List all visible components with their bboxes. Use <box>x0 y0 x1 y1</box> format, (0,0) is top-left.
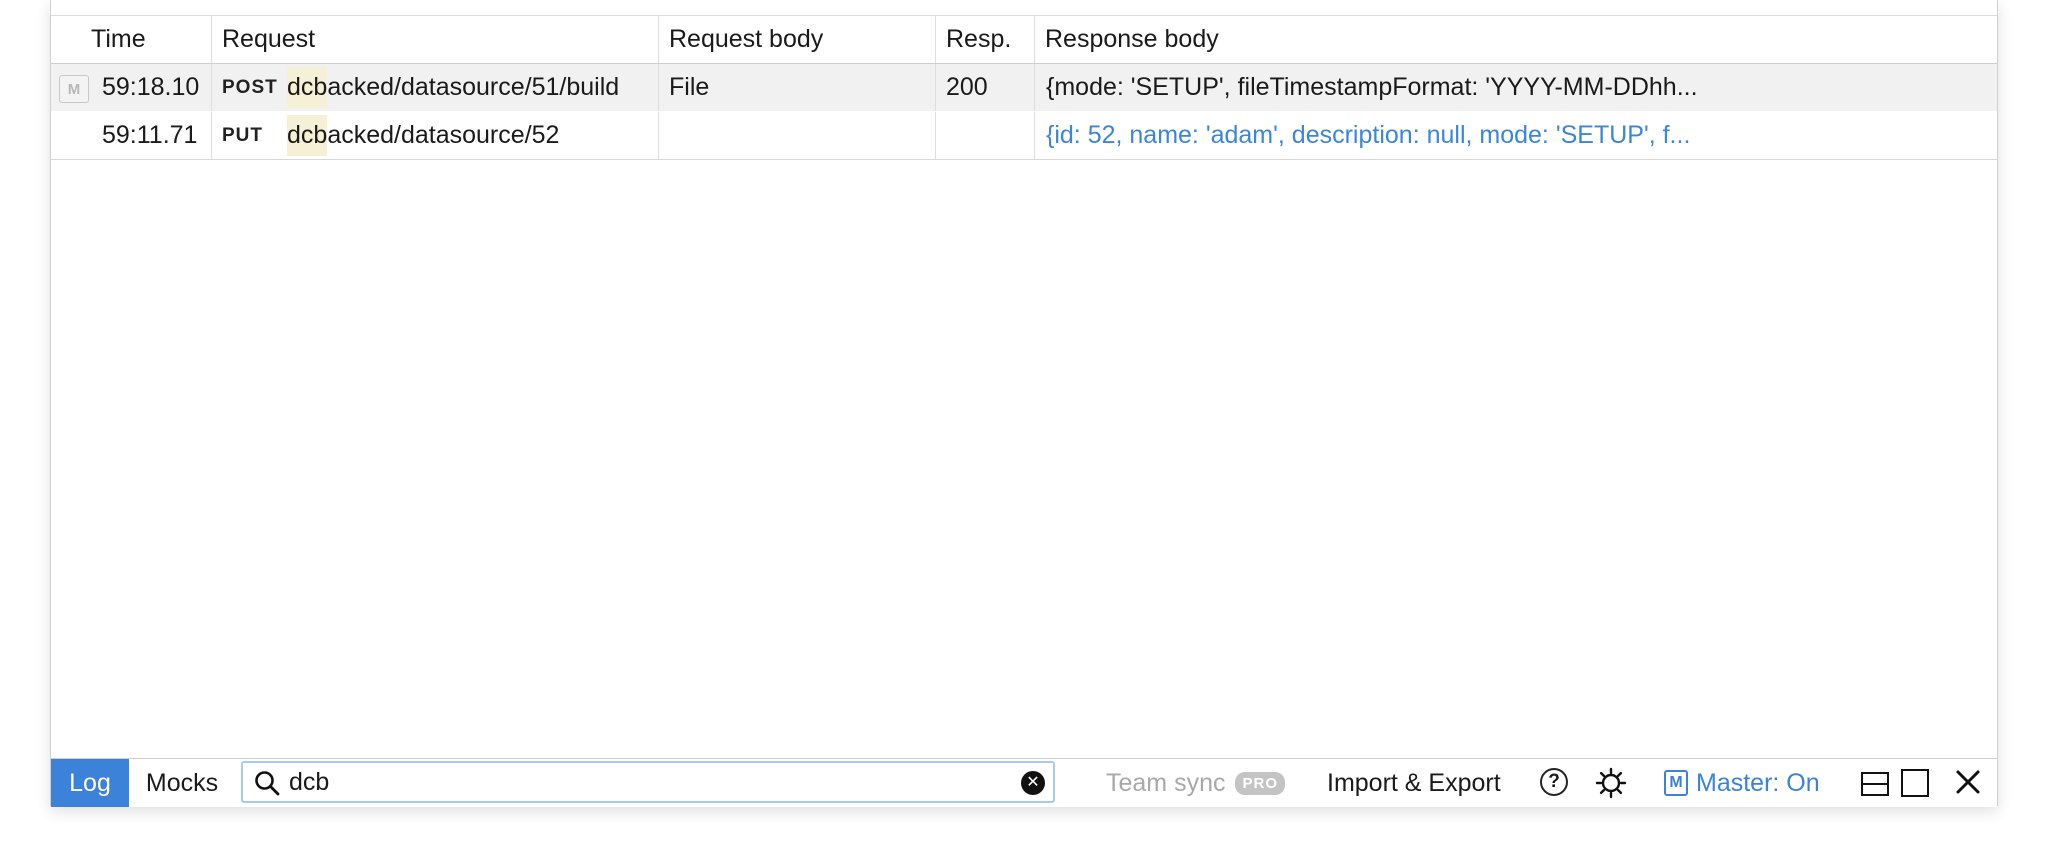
request-method: POST <box>222 76 278 98</box>
master-toggle[interactable]: M Master: On <box>1664 759 1820 807</box>
team-sync-label: Team sync <box>1106 768 1226 797</box>
row-status <box>946 112 1034 159</box>
dock-bottom-icon[interactable] <box>1861 772 1889 796</box>
team-sync-button[interactable]: Team sync PRO <box>1106 759 1285 807</box>
row-request-body: File <box>669 73 710 101</box>
table-header: Time Request Request body Resp. Response… <box>51 15 1997 64</box>
row-response-body-link[interactable]: {id: 52, name: 'adam', description: null… <box>1046 121 1691 149</box>
row-time: 59:11.71 <box>102 121 198 149</box>
close-icon[interactable] <box>1955 769 1981 795</box>
tab-mocks[interactable]: Mocks <box>145 768 219 797</box>
row-status: 200 <box>946 73 988 101</box>
gear-icon[interactable] <box>1595 767 1627 799</box>
column-header-time[interactable]: Time <box>91 25 146 53</box>
clear-search-icon[interactable]: ✕ <box>1021 771 1045 795</box>
request-url: acked/datasource/52 <box>327 121 560 149</box>
row-time: 59:18.10 <box>102 73 200 101</box>
import-export-button[interactable]: Import & Export <box>1327 768 1501 797</box>
network-panel: Time Request Request body Resp. Response… <box>50 0 1998 807</box>
maximize-icon[interactable] <box>1901 769 1929 797</box>
mock-icon: M <box>59 75 89 103</box>
tab-log[interactable]: Log <box>51 759 129 807</box>
pro-badge: PRO <box>1235 771 1285 795</box>
column-header-request[interactable]: Request <box>222 25 316 53</box>
row-request-body <box>669 112 935 159</box>
master-icon: M <box>1664 770 1688 796</box>
request-method: PUT <box>222 124 263 146</box>
row-response-body[interactable]: {mode: 'SETUP', fileTimestampFormat: 'YY… <box>1046 73 1698 101</box>
help-icon[interactable]: ? <box>1540 768 1568 796</box>
master-label: Master: On <box>1696 768 1820 797</box>
footer-toolbar: Log Mocks ✕ Team sync PRO Import & Expor… <box>51 758 1997 807</box>
search-match-highlight: dcb <box>287 67 328 108</box>
search-match-highlight: dcb <box>287 115 328 156</box>
column-header-request-body[interactable]: Request body <box>669 25 824 53</box>
request-url: acked/datasource/51/build <box>327 73 620 101</box>
search-icon <box>255 771 280 796</box>
search-box[interactable]: ✕ <box>241 761 1055 803</box>
column-header-response-status[interactable]: Resp. <box>946 25 1012 53</box>
column-header-response-body[interactable]: Response body <box>1045 25 1219 53</box>
search-input[interactable] <box>289 766 989 798</box>
